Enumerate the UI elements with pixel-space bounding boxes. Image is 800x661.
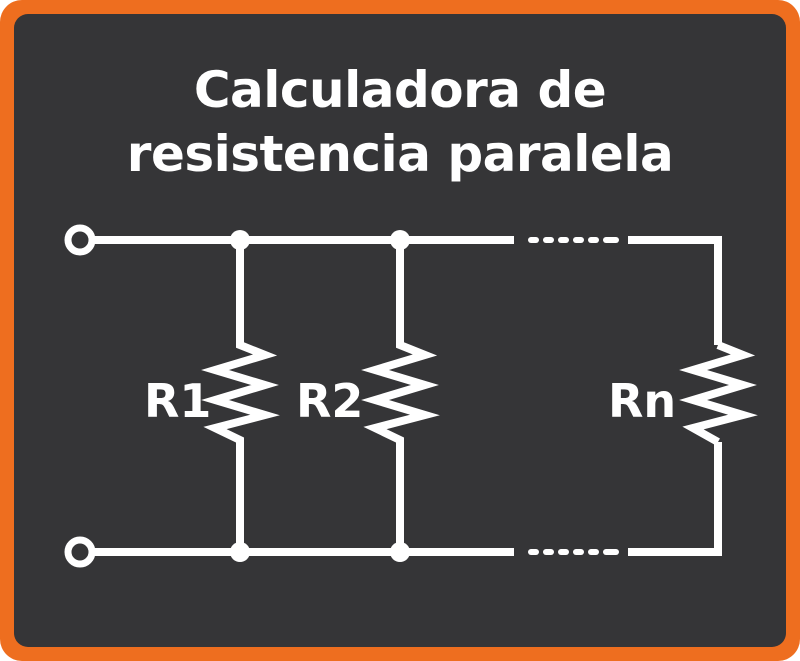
title-line-1: Calculadora de <box>193 61 607 119</box>
title-line-2: resistencia paralela <box>126 125 674 183</box>
input-terminal-bottom <box>64 536 96 568</box>
label-r1: R1 <box>144 374 211 428</box>
resistor-r2 <box>361 240 440 552</box>
resistor-r1 <box>201 240 280 552</box>
label-r2: R2 <box>296 374 363 428</box>
node-dot <box>230 230 250 250</box>
rn-branch-wire <box>628 236 722 345</box>
node-dot <box>390 230 410 250</box>
input-terminal-top <box>64 224 96 256</box>
rn-branch-wire-bottom <box>628 442 722 556</box>
node-dot <box>390 542 410 562</box>
resistor-rn <box>679 341 758 446</box>
label-rn: Rn <box>608 374 676 428</box>
node-dot <box>230 542 250 562</box>
page-title: Calculadora de resistencia paralela <box>0 58 800 186</box>
